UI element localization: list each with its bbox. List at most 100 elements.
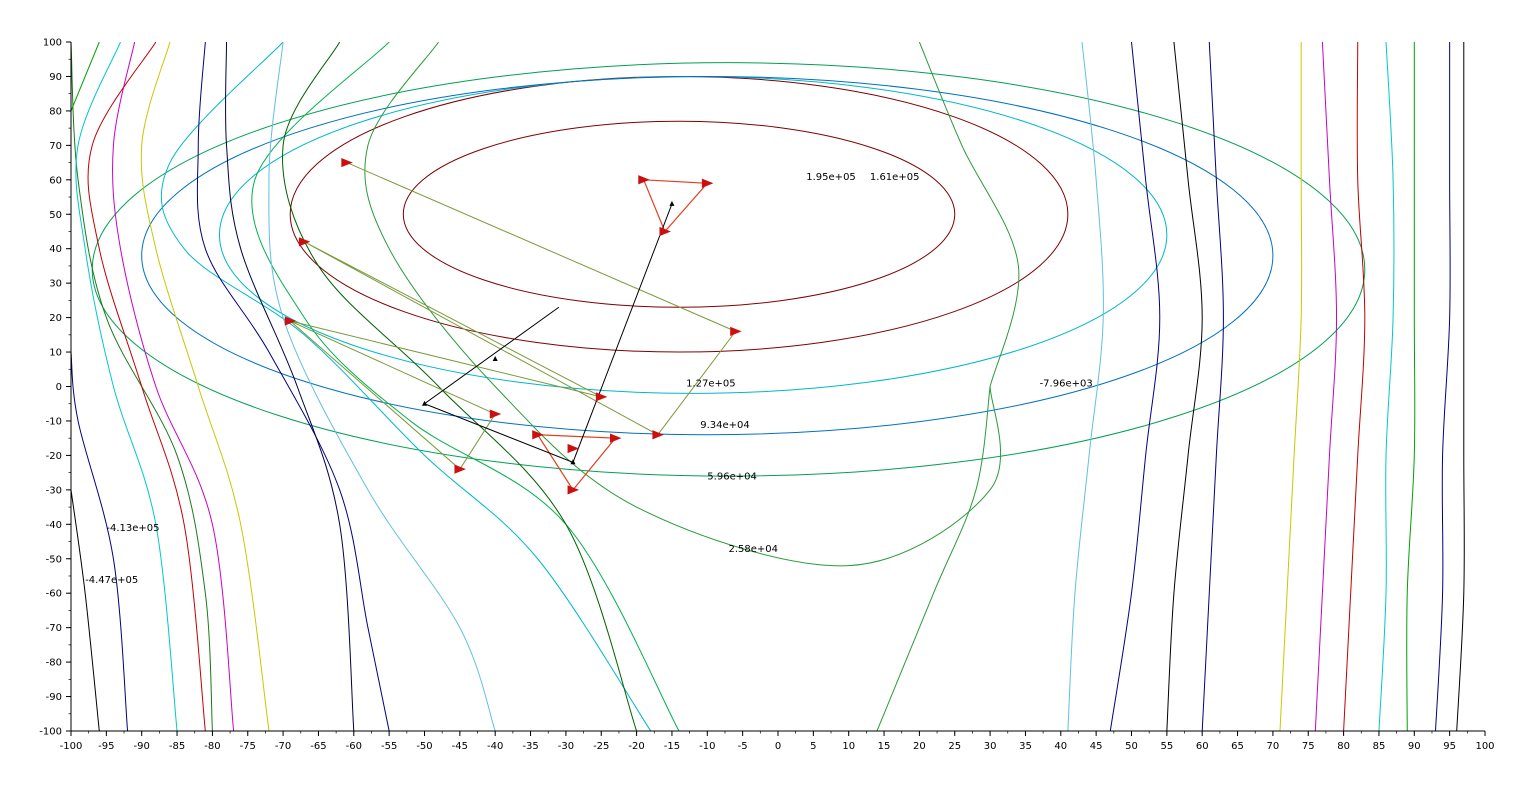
contour-ellipse [402, 120, 956, 308]
contour-line [1067, 42, 1104, 731]
red-marker [652, 430, 664, 440]
contour-label: -4.13e+05 [106, 523, 159, 534]
x-tick-label: 15 [878, 741, 891, 752]
optimizer-paths [289, 162, 737, 491]
x-tick-label: -30 [558, 741, 574, 752]
y-tick-label: -40 [46, 520, 62, 531]
red-marker [638, 175, 650, 185]
red-marker [701, 178, 714, 188]
red-marker [567, 443, 580, 454]
contour-line [71, 42, 100, 112]
x-tick-label: -100 [60, 741, 83, 752]
x-tick-label: 20 [913, 741, 926, 752]
x-tick-label: -95 [98, 741, 114, 752]
contour-line [1406, 42, 1416, 731]
x-tick-label: 90 [1408, 741, 1421, 752]
x-tick-label: -90 [134, 741, 150, 752]
contour-line [224, 42, 355, 731]
x-tick-label: 40 [1054, 741, 1067, 752]
contour-line [87, 42, 206, 731]
y-tick-label: 100 [43, 38, 62, 49]
x-tick-label: 30 [984, 741, 997, 752]
x-tick-label: 95 [1443, 741, 1456, 752]
x-tick-label: 80 [1337, 741, 1350, 752]
contour-label: 1.27e+05 [686, 379, 736, 390]
y-tick-label: 0 [56, 382, 62, 393]
y-tick-label: -20 [46, 451, 62, 462]
simplex-triangle [536, 434, 617, 491]
x-tick-label: -60 [346, 741, 362, 752]
contour-label: -7.96e+03 [1040, 379, 1093, 390]
contour-line [1456, 42, 1465, 731]
contour-line [1435, 42, 1451, 731]
x-tick-label: 75 [1302, 741, 1315, 752]
y-tick-label: 20 [49, 313, 62, 324]
y-tick-label: 60 [49, 175, 62, 186]
contour-lines [71, 42, 1465, 731]
contour-label: 5.96e+04 [707, 472, 757, 483]
contour-line [251, 42, 680, 731]
x-tick-label: 5 [810, 741, 816, 752]
x-tick-label: 25 [948, 741, 961, 752]
x-tick-label: 65 [1231, 741, 1244, 752]
x-tick-label: -80 [204, 741, 220, 752]
x-tick-label: 70 [1267, 741, 1280, 752]
y-tick-label: 80 [49, 106, 62, 117]
red-marker [489, 409, 502, 419]
contour-label: 1.95e+05 [806, 172, 856, 183]
x-tick-label: 55 [1160, 741, 1173, 752]
red-marker [567, 485, 580, 495]
contour-line [268, 42, 496, 731]
contour-ellipse [218, 75, 1168, 394]
marker-layer [284, 157, 742, 495]
centroid-path [423, 203, 673, 463]
y-tick-label: -80 [46, 658, 62, 669]
contour-label: 1.61e+05 [870, 172, 920, 183]
x-tick-label: 100 [1475, 741, 1494, 752]
contour-line [1201, 42, 1224, 731]
x-tick-label: 85 [1373, 741, 1386, 752]
y-tick-label: -70 [46, 623, 62, 634]
red-marker [532, 430, 544, 440]
x-tick-label: -15 [664, 741, 680, 752]
contour-line [112, 42, 235, 731]
contour-ellipse [141, 75, 1274, 436]
x-tick-label: 10 [842, 741, 855, 752]
y-tick-label: 30 [49, 279, 62, 290]
x-tick-label: 60 [1196, 741, 1209, 752]
contour-line [1109, 42, 1161, 731]
x-tick-label: -65 [310, 741, 326, 752]
contour-line [1314, 42, 1338, 731]
x-tick-label: -75 [240, 741, 256, 752]
x-tick-label: -70 [275, 741, 291, 752]
y-tick-label: 10 [49, 348, 62, 359]
contour-line [1166, 42, 1203, 731]
red-marker [609, 433, 622, 443]
y-tick-label: 70 [49, 141, 62, 152]
x-tick-label: -5 [738, 741, 748, 752]
y-tick-label: -10 [46, 416, 62, 427]
x-tick-label: 45 [1090, 741, 1103, 752]
contour-line [75, 42, 178, 731]
contour-line [160, 42, 652, 731]
contour-line [364, 42, 1002, 567]
y-tick-label: 50 [49, 210, 62, 221]
red-marker [659, 226, 671, 237]
x-tick-label: -35 [522, 741, 538, 752]
x-tick-label: -85 [169, 741, 185, 752]
contour-label: -4.47e+05 [85, 575, 138, 586]
contour-ellipse [91, 62, 1366, 477]
black-marker [422, 400, 427, 406]
contour-line [1279, 42, 1303, 731]
red-marker [298, 237, 311, 247]
simplex-path [289, 162, 737, 470]
y-tick-label: -60 [46, 589, 62, 600]
contour-line [196, 42, 390, 731]
x-tick-label: 35 [1019, 741, 1032, 752]
red-marker [284, 316, 297, 326]
x-tick-label: -45 [452, 741, 468, 752]
y-tick-label: -90 [46, 692, 62, 703]
contour-line [1343, 42, 1366, 731]
x-tick-label: -20 [628, 741, 644, 752]
